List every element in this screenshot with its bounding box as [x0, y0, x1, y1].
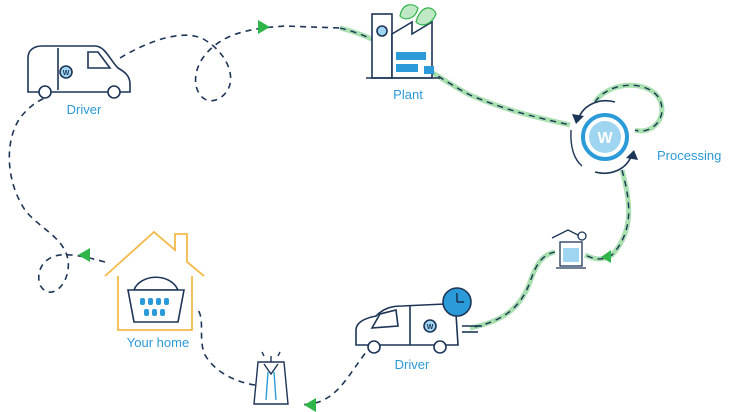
clock-icon — [442, 287, 472, 317]
label-driver-top: Driver — [67, 102, 102, 117]
brand-badge-bottom-van: W — [427, 324, 434, 331]
processing-badge: W — [597, 130, 613, 147]
route-driver-to-garment — [299, 344, 373, 406]
processing-cycle-icon — [570, 100, 638, 174]
label-processing: Processing — [657, 148, 721, 163]
delivery-van-icon — [355, 303, 482, 354]
brand-badge-top-van: W — [63, 70, 70, 77]
route-care-to-driver-dash — [469, 251, 556, 329]
route-processing-to-care-dash — [584, 169, 630, 260]
arrow-left-bottom — [304, 398, 316, 412]
laundry-care-icon — [551, 229, 587, 269]
label-driver-bottom: Driver — [395, 357, 430, 372]
route-care-to-driver — [469, 249, 556, 331]
house-icon — [104, 230, 205, 331]
label-plant: Plant — [393, 87, 423, 102]
route-processing-loop — [592, 82, 665, 134]
arrow-right-top — [258, 20, 270, 34]
factory-icon — [366, 13, 440, 79]
route-garment-to-home — [197, 309, 256, 386]
laundry-basket-icon — [127, 276, 185, 323]
arrow-left-home — [78, 248, 90, 262]
label-your-home: Your home — [127, 335, 189, 350]
arrow-down-right — [601, 250, 611, 263]
leaf-icon — [399, 4, 437, 26]
garment-bag-icon — [253, 351, 289, 405]
route-home-to-driver — [8, 97, 106, 293]
route-driver-to-plant — [119, 25, 341, 102]
route-processing-to-care — [584, 169, 632, 262]
van-icon — [27, 45, 131, 99]
